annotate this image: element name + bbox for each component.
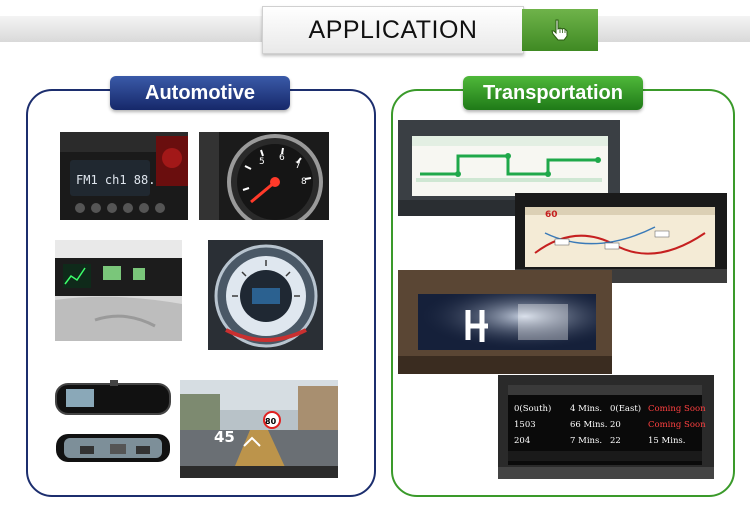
rearview-mirror-display-photo [54, 432, 172, 464]
hud-speed-text: 45 [214, 428, 235, 446]
hud-speed-limit-text: 80 [265, 417, 277, 426]
dashboard-lcd-photo [55, 240, 182, 341]
car-radio-display-photo: FM1 ch1 88.0MHz [60, 132, 188, 220]
application-button[interactable] [522, 9, 598, 51]
automotive-label-text: Automotive [145, 81, 255, 104]
svg-text:8: 8 [301, 177, 307, 187]
transportation-label: Transportation [463, 76, 643, 110]
transportation-label-text: Transportation [482, 81, 623, 104]
rearview-mirror-photo [54, 380, 172, 418]
board-row-3-route: 1503 [514, 420, 536, 430]
arrival-board-photo: 0(South) 4 Mins. 0(East) Coming Soon 150… [498, 375, 714, 479]
page-title: APPLICATION [262, 6, 524, 54]
board-row-3-time: 66 Mins. [570, 420, 607, 430]
speedometer-gauge-photo: 5 6 7 8 [199, 132, 329, 220]
bus-route-number-text: 60 [545, 210, 558, 220]
head-up-display-photo: 45 80 [180, 380, 338, 478]
board-row-5-route: 204 [514, 436, 530, 446]
train-interior-display-photo [398, 270, 612, 374]
bus-map-display-photo: 60 [515, 193, 727, 283]
svg-text:6: 6 [279, 153, 285, 163]
svg-text:5: 5 [259, 157, 265, 167]
automotive-label: Automotive [110, 76, 290, 110]
board-row-6-route: 22 [610, 436, 621, 446]
round-instrument-cluster-photo [208, 240, 323, 350]
board-row-2-time: Coming Soon [648, 404, 706, 414]
board-row-4-route: 20 [610, 420, 621, 430]
svg-text:7: 7 [295, 161, 301, 171]
board-row-1-time: 4 Mins. [570, 404, 602, 414]
board-row-1-route: 0(South) [514, 403, 551, 414]
board-row-6-time: 15 Mins. [648, 436, 685, 446]
pointing-hand-icon [551, 19, 568, 41]
board-row-2-route: 0(East) [610, 403, 641, 414]
board-row-5-time: 7 Mins. [570, 436, 602, 446]
page-title-text: APPLICATION [308, 15, 478, 44]
board-row-4-time: Coming Soon [648, 420, 706, 430]
